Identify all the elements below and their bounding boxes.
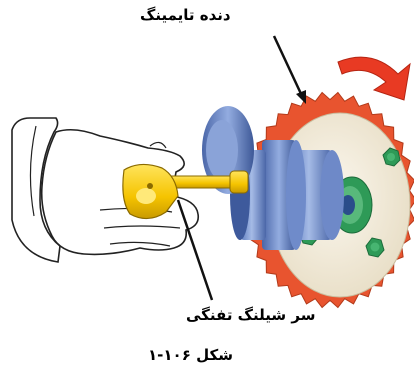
figure-caption: شکل ۱۰۶-۱ — [148, 346, 233, 364]
leader-line-icon — [274, 36, 302, 96]
curved-arrow-icon — [338, 57, 410, 100]
leader-arrowhead-icon — [296, 90, 306, 104]
timing-gear-label: دنده تایمینگ — [140, 6, 231, 24]
hose-tip-label: سر شیلنگ تفنگی — [186, 306, 315, 324]
